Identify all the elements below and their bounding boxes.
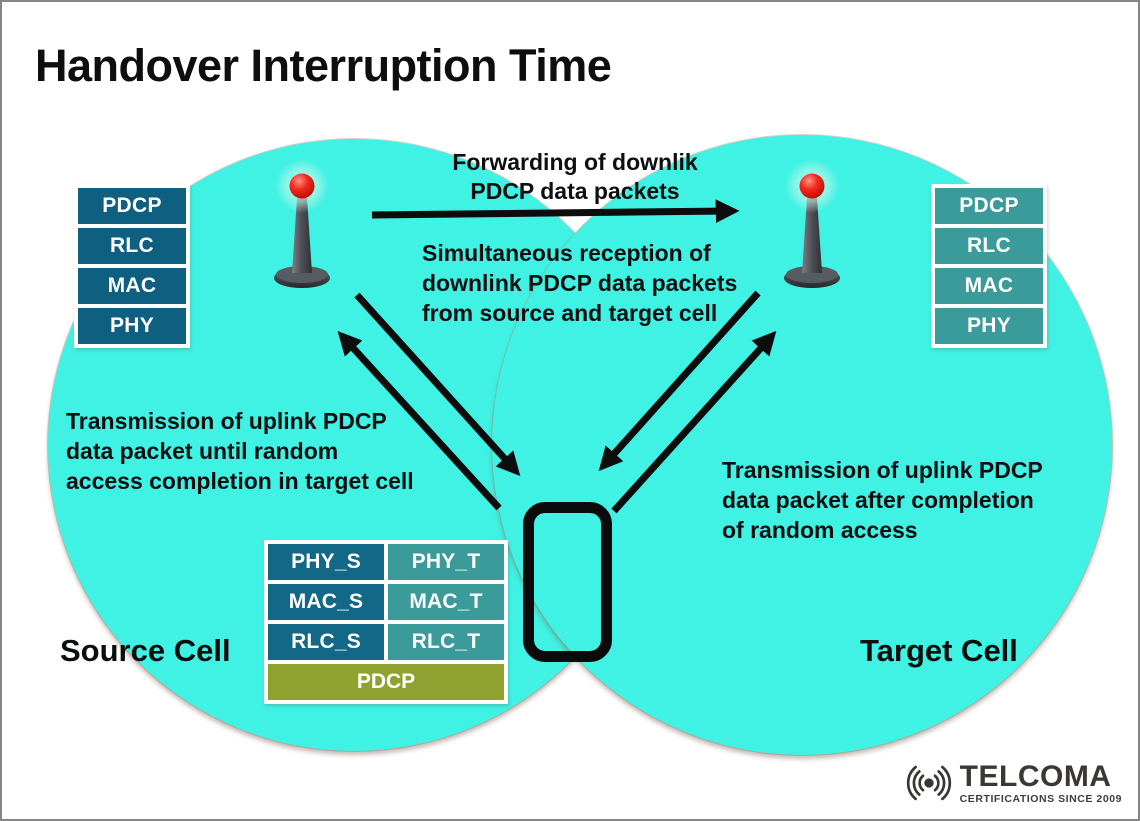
table-row: PHY_S PHY_T bbox=[268, 544, 504, 580]
annotation-line: of random access bbox=[722, 517, 918, 543]
ue-cell-rlc-s: RLC_S bbox=[268, 624, 384, 660]
logo-brand-name: TELCOMA bbox=[959, 759, 1112, 793]
antenna-beacon bbox=[799, 173, 825, 199]
simultaneous-reception-annotation: Simultaneous reception of downlink PDCP … bbox=[422, 238, 737, 328]
page-title: Handover Interruption Time bbox=[35, 40, 612, 91]
source-layer-phy: PHY bbox=[78, 308, 186, 344]
ue-phone-icon bbox=[523, 502, 612, 662]
uplink-target-annotation: Transmission of uplink PDCP data packet … bbox=[722, 455, 1043, 545]
antenna-base-top bbox=[276, 266, 328, 283]
target-layer-pdcp: PDCP bbox=[935, 188, 1043, 224]
ue-cell-mac-s: MAC_S bbox=[268, 584, 384, 620]
annotation-line: Transmission of uplink PDCP bbox=[722, 457, 1043, 483]
target-layer-mac: MAC bbox=[935, 268, 1043, 304]
source-layer-rlc: RLC bbox=[78, 228, 186, 264]
target-layer-rlc: RLC bbox=[935, 228, 1043, 264]
telcoma-logo: TELCOMA CERTIFICATIONS SINCE 2009 bbox=[903, 759, 1122, 807]
ue-cell-phy-s: PHY_S bbox=[268, 544, 384, 580]
antenna-beacon bbox=[289, 173, 315, 199]
source-layer-mac: MAC bbox=[78, 268, 186, 304]
ue-cell-pdcp-common: PDCP bbox=[268, 664, 504, 700]
ue-cell-rlc-t: RLC_T bbox=[388, 624, 504, 660]
ue-cell-mac-t: MAC_T bbox=[388, 584, 504, 620]
annotation-line: from source and target cell bbox=[422, 300, 718, 326]
target-layer-phy: PHY bbox=[935, 308, 1043, 344]
antenna-base-top bbox=[786, 266, 838, 283]
table-row: MAC_S MAC_T bbox=[268, 584, 504, 620]
annotation-line: data packet after completion bbox=[722, 487, 1034, 513]
annotation-line: access completion in target cell bbox=[66, 468, 414, 494]
target-protocol-stack: PDCP RLC MAC PHY bbox=[931, 184, 1047, 348]
table-row: RLC_S RLC_T bbox=[268, 624, 504, 660]
annotation-line: data packet until random bbox=[66, 438, 339, 464]
source-cell-label: Source Cell bbox=[60, 633, 231, 668]
source-antenna-icon bbox=[274, 159, 330, 288]
logo-text-block: TELCOMA CERTIFICATIONS SINCE 2009 bbox=[959, 759, 1122, 805]
ue-protocol-table: PHY_S PHY_T MAC_S MAC_T RLC_S RLC_T PDCP bbox=[264, 540, 508, 704]
uplink-source-annotation: Transmission of uplink PDCP data packet … bbox=[66, 406, 414, 496]
logo-tagline: CERTIFICATIONS SINCE 2009 bbox=[959, 792, 1122, 805]
target-antenna-icon bbox=[784, 159, 840, 288]
ue-cell-phy-t: PHY_T bbox=[388, 544, 504, 580]
telcoma-signal-icon bbox=[906, 765, 951, 801]
annotation-line: Simultaneous reception of bbox=[422, 240, 711, 266]
target-cell-label: Target Cell bbox=[860, 633, 1018, 668]
forwarding-annotation: Forwarding of downlik PDCP data packets bbox=[425, 148, 725, 206]
annotation-line: PDCP data packets bbox=[470, 178, 680, 204]
annotation-line: downlink PDCP data packets bbox=[422, 270, 738, 296]
source-protocol-stack: PDCP RLC MAC PHY bbox=[74, 184, 190, 348]
annotation-line: Transmission of uplink PDCP bbox=[66, 408, 387, 434]
annotation-line: Forwarding of downlik bbox=[452, 149, 698, 175]
source-layer-pdcp: PDCP bbox=[78, 188, 186, 224]
